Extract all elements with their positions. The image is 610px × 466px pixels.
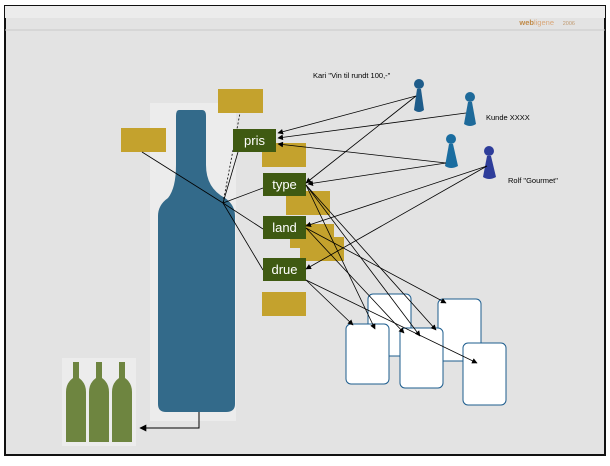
attribute-land: land bbox=[263, 216, 306, 239]
user-3 bbox=[445, 134, 458, 168]
svg-text:type: type bbox=[272, 177, 297, 192]
user-rolf bbox=[483, 146, 496, 179]
top-band bbox=[5, 6, 605, 18]
attribute-to-card-arrows bbox=[305, 184, 478, 364]
value-box bbox=[300, 237, 344, 261]
attribute-drue: drue bbox=[263, 258, 306, 281]
wine-card bbox=[462, 342, 507, 406]
value-box bbox=[121, 128, 166, 152]
value-box bbox=[218, 89, 263, 113]
user-kari-label: Kari "Vin til rundt 100,-" bbox=[313, 71, 391, 80]
value-box bbox=[262, 292, 306, 316]
wine-card bbox=[399, 327, 444, 389]
wine-cards bbox=[345, 293, 507, 406]
svg-text:pris: pris bbox=[244, 133, 265, 148]
small-bottle bbox=[89, 362, 109, 442]
attribute-type: type bbox=[263, 173, 306, 196]
svg-text:land: land bbox=[272, 220, 297, 235]
brand-logo: webligene bbox=[518, 18, 554, 27]
user-kari bbox=[414, 79, 424, 112]
attribute-pris: pris bbox=[233, 129, 276, 152]
brand-year: 2006 bbox=[563, 21, 575, 27]
wine-bottle bbox=[158, 110, 235, 412]
small-bottle bbox=[66, 362, 86, 442]
small-bottles bbox=[66, 362, 132, 442]
wine-card bbox=[345, 323, 390, 385]
user-kunde-label: Kunde XXXX bbox=[486, 113, 530, 122]
bottle-to-stock-connector bbox=[139, 412, 200, 432]
user-kunde bbox=[464, 92, 476, 126]
bottle-connectors bbox=[141, 112, 264, 271]
small-bottle bbox=[112, 362, 132, 442]
user-rolf-label: Rolf "Gourmet" bbox=[508, 176, 558, 185]
svg-text:drue: drue bbox=[271, 262, 297, 277]
user-to-attribute-arrows bbox=[277, 95, 488, 270]
